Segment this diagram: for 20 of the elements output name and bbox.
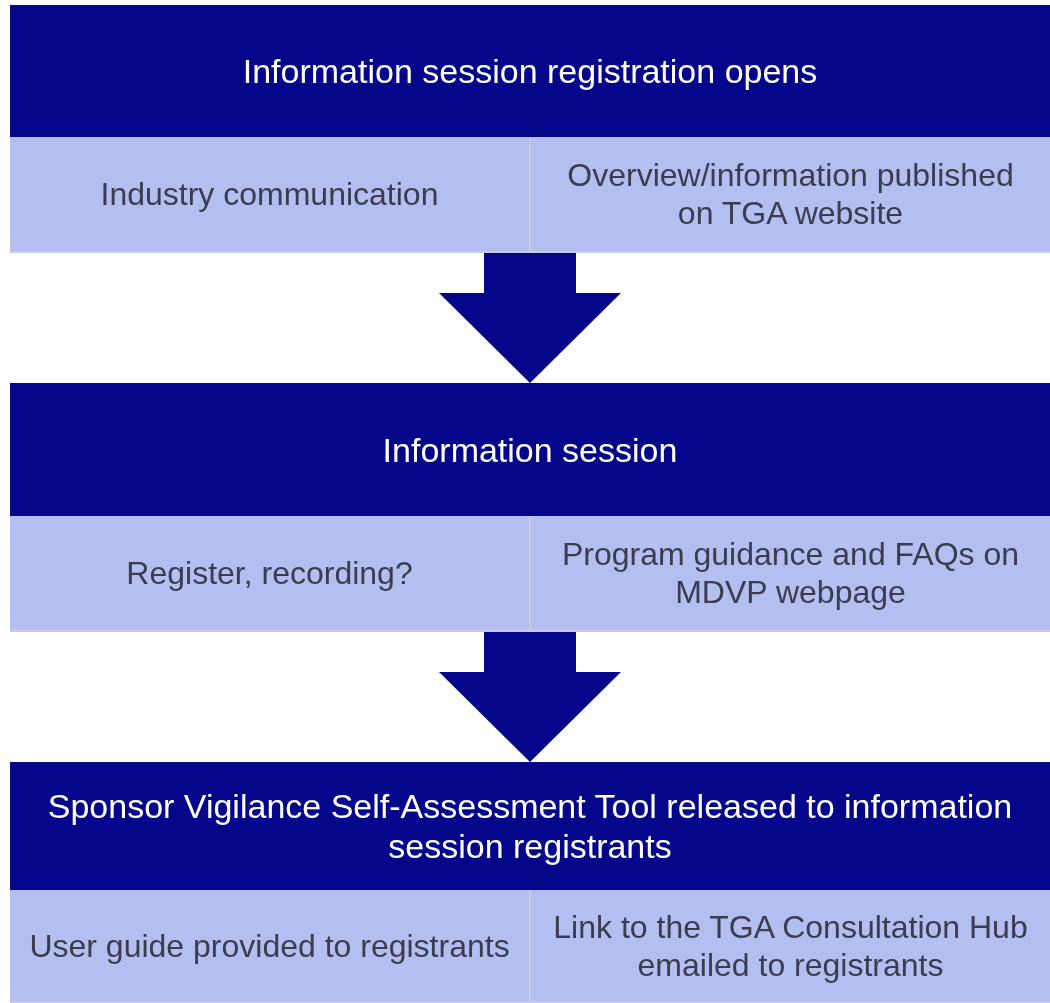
detail-box [529, 890, 1050, 1003]
detail-text: Program guidance and FAQs on MDVP webpage [560, 535, 1021, 611]
detail-box [10, 137, 529, 253]
stage-heading: Sponsor Vigilance Self-Assessment Tool released to information session registrants [46, 786, 1014, 866]
detail-text: Overview/information published on TGA website [566, 156, 1015, 232]
detail-text: User guide provided to registrants [29, 926, 510, 965]
block-arrow [439, 253, 621, 383]
stage-panel [10, 5, 1050, 253]
stage-heading: Information session registration opens [242, 51, 818, 91]
detail-box [529, 137, 1050, 253]
detail-box [10, 516, 529, 632]
detail-text: Industry communication [100, 175, 439, 213]
stage-panel [10, 762, 1050, 1003]
detail-box [529, 516, 1050, 632]
detail-box [10, 890, 529, 1003]
detail-text: Register, recording? [126, 554, 413, 592]
detail-text: Link to the TGA Consultation Hub emailed to registrants [552, 907, 1029, 984]
stage-heading: Information session [382, 429, 678, 470]
stage-panel [10, 383, 1050, 632]
block-arrow [439, 632, 621, 762]
